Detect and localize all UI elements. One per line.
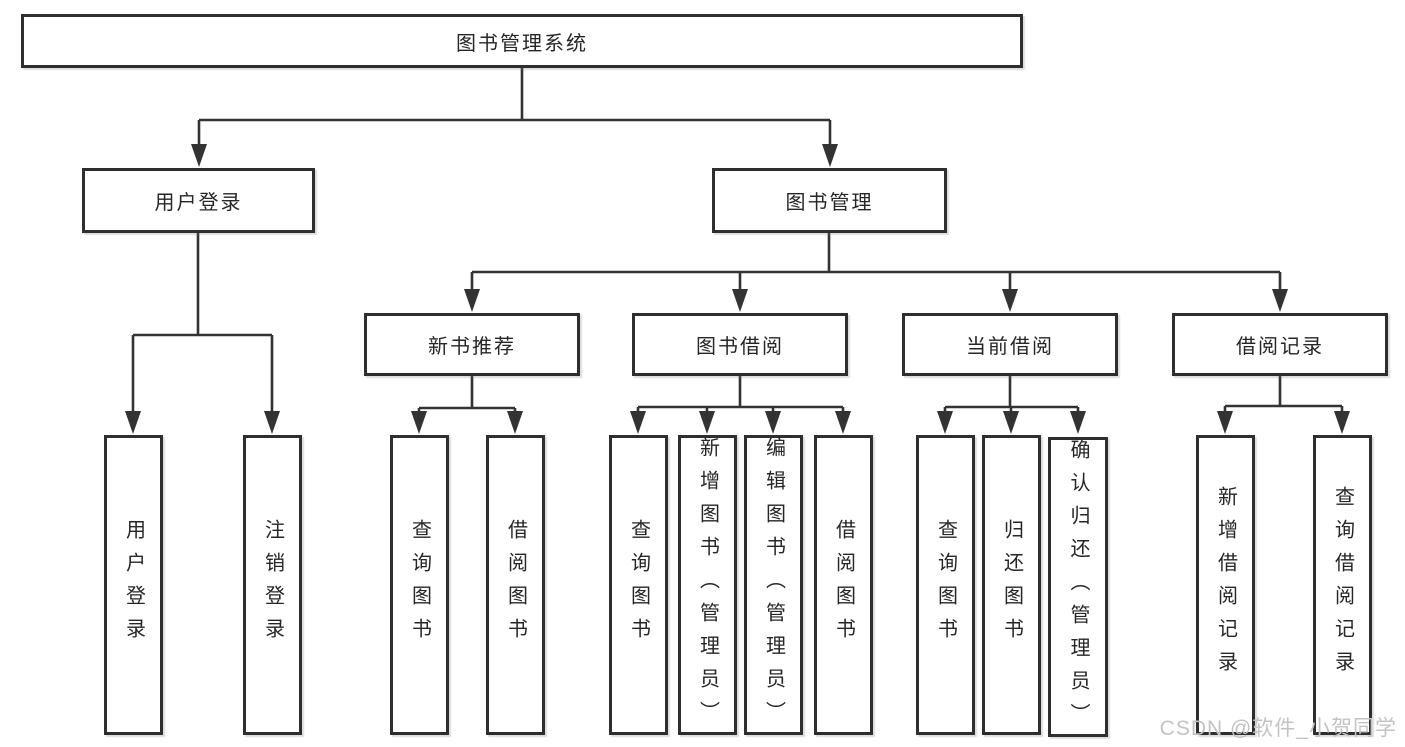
node-current-borrowing: 当前借阅 <box>902 313 1118 376</box>
watermark: CSDN @软件_小贺同学 <box>1159 717 1397 740</box>
node-leaf-query-books-borrow: 查询图书 <box>609 435 668 735</box>
node-leaf-edit-book-admin: 编辑图书（管理员） <box>744 435 803 735</box>
node-label: 查询图书 <box>408 519 431 651</box>
node-leaf-add-borrow-record: 新增借阅记录 <box>1196 435 1255 735</box>
node-label: 查询图书 <box>627 519 650 651</box>
node-leaf-user-login: 用户登录 <box>104 435 163 735</box>
node-leaf-query-books-recommend: 查询图书 <box>390 435 449 735</box>
node-label: 查询借阅记录 <box>1331 486 1354 684</box>
node-label: 当前借阅 <box>966 336 1054 358</box>
node-library-management-system: 图书管理系统 <box>21 14 1023 68</box>
node-label: 确认归还（管理员） <box>1067 438 1089 736</box>
node-leaf-borrow-books-borrow: 借阅图书 <box>814 435 873 735</box>
node-borrowing-records: 借阅记录 <box>1172 313 1388 376</box>
node-label: 用户登录 <box>154 192 243 214</box>
node-label: 用户登录 <box>122 519 145 651</box>
node-label: 编辑图书（管理员） <box>762 436 785 734</box>
node-label: 借阅记录 <box>1236 336 1324 358</box>
node-leaf-return-book: 归还图书 <box>982 435 1041 735</box>
node-label: 借阅图书 <box>832 519 855 651</box>
node-label: 借阅图书 <box>504 519 527 651</box>
node-label: 注销登录 <box>261 519 284 651</box>
node-leaf-add-book-admin: 新增图书（管理员） <box>678 435 737 735</box>
node-leaf-borrow-books-recommend: 借阅图书 <box>486 435 545 735</box>
node-label: 图书管理 <box>785 192 874 214</box>
node-label: 图书借阅 <box>696 336 784 358</box>
node-book-borrowing: 图书借阅 <box>632 313 848 376</box>
node-book-management: 图书管理 <box>712 168 947 233</box>
node-label: 图书管理系统 <box>456 32 588 55</box>
node-label: 新增图书（管理员） <box>696 436 719 734</box>
node-user-login: 用户登录 <box>82 168 315 233</box>
node-label: 查询图书 <box>934 519 957 651</box>
node-label: 新增借阅记录 <box>1214 486 1237 684</box>
node-leaf-query-books-current: 查询图书 <box>916 435 975 735</box>
node-leaf-query-borrow-record: 查询借阅记录 <box>1313 435 1372 735</box>
node-new-book-recommendation: 新书推荐 <box>364 313 580 376</box>
node-label: 归还图书 <box>1000 519 1023 651</box>
node-leaf-logout: 注销登录 <box>243 435 302 735</box>
node-label: 新书推荐 <box>428 336 516 358</box>
node-leaf-confirm-return-admin: 确认归还（管理员） <box>1048 437 1108 737</box>
